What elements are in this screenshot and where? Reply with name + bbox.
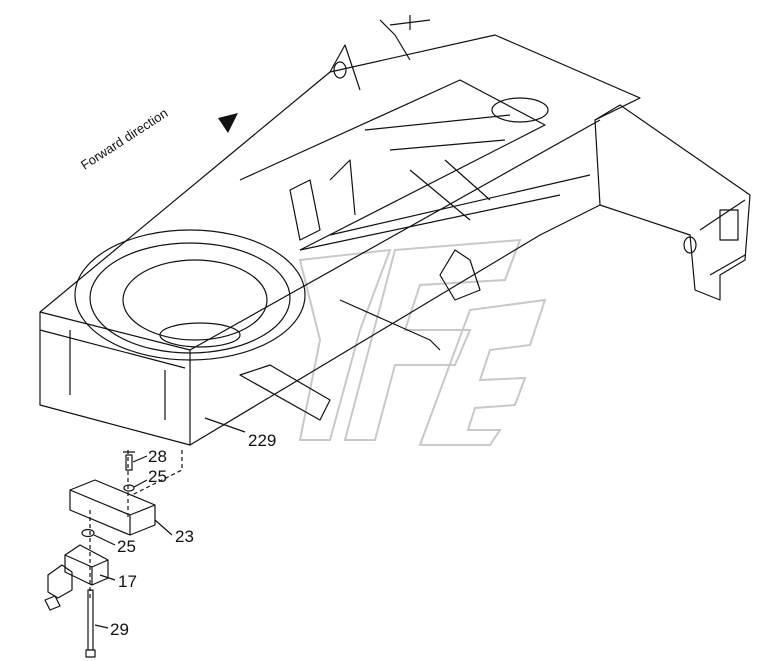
part-25-washer-top bbox=[123, 484, 135, 492]
callout-23: 23 bbox=[175, 527, 194, 546]
part-28-bolt bbox=[123, 451, 135, 471]
callout-29: 29 bbox=[110, 620, 129, 639]
callout-17: 17 bbox=[118, 572, 137, 591]
part-25-washer-bottom bbox=[81, 528, 95, 538]
callout-25-top: 25 bbox=[148, 467, 167, 486]
watermark-logo bbox=[298, 238, 547, 446]
slewing-ring bbox=[74, 229, 306, 361]
part-23-bar bbox=[69, 479, 156, 536]
callout-28: 28 bbox=[148, 447, 167, 466]
part-29-screw bbox=[85, 589, 96, 658]
callout-25-bottom: 25 bbox=[117, 537, 136, 556]
forward-arrow-icon bbox=[218, 113, 238, 133]
rear-arm bbox=[594, 104, 751, 301]
callout-229: 229 bbox=[248, 431, 277, 450]
frame-outline bbox=[39, 34, 641, 446]
